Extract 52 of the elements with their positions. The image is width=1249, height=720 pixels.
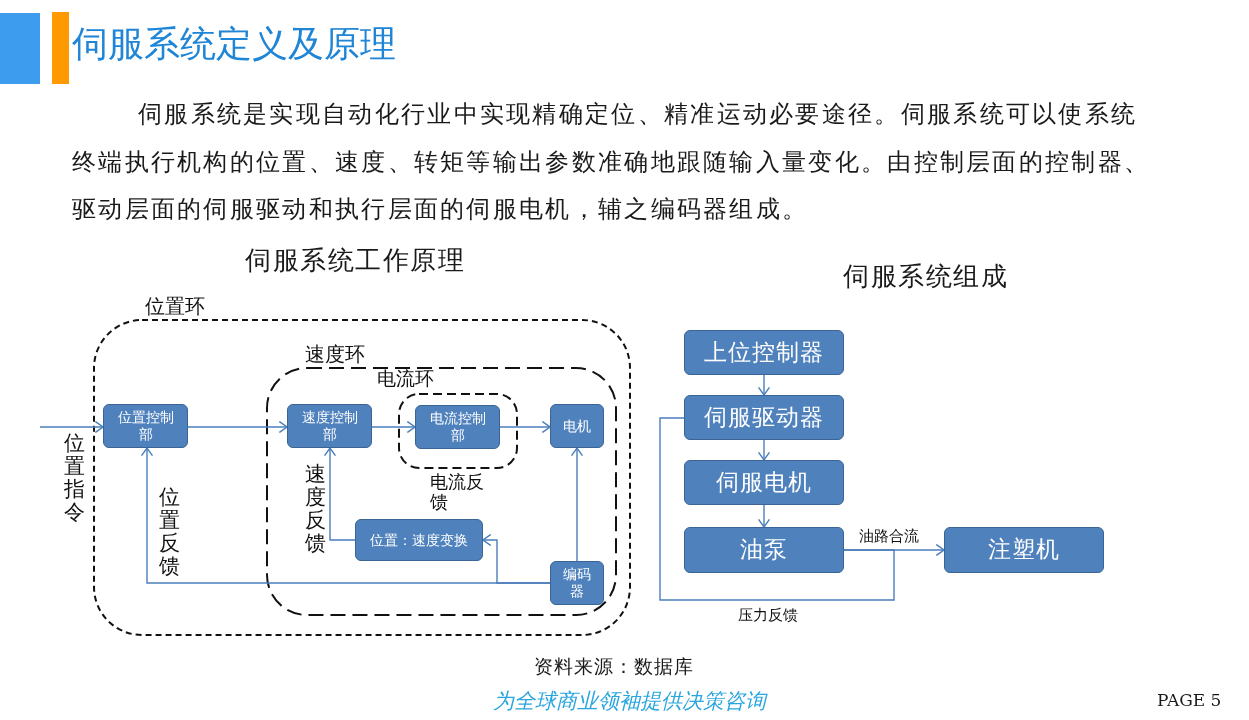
process-box <box>103 404 188 448</box>
page-number: PAGE 5 <box>1157 690 1222 710</box>
box-label: 速度控制部 <box>300 409 359 443</box>
source-note: 资料来源：数据库 <box>534 655 694 677</box>
loop-label: 速度环 <box>305 344 365 364</box>
box-label: 油泵 <box>740 536 788 564</box>
arrow <box>757 504 771 528</box>
box-label: 伺服电机 <box>716 468 812 497</box>
process-box <box>684 330 844 375</box>
box-label: 电流控制部 <box>428 410 487 444</box>
page-title: 伺服系统定义及原理 <box>72 24 396 64</box>
loop-annotation: 电流反馈 <box>430 472 485 512</box>
arrow <box>39 420 104 434</box>
control-loop <box>92 296 632 637</box>
edge-label: 速度反馈 <box>305 463 326 556</box>
section-heading: 伺服系统工作原理 <box>245 245 465 275</box>
process-box <box>355 519 483 561</box>
body-paragraph: 伺服系统是实现自动化行业中实现精确定位、精准运动必要途径。伺服系统可以使系统终端执行机构的位置、速度、转矩等输出参数准确地跟随输入量变化。由控制层面的控制器、驱动层面的伺服驱动和执行层面的伺服电机，辅之编码器组成。 <box>72 99 1152 225</box>
section-heading: 伺服系统组成 <box>843 261 1008 291</box>
box-label: 位置：速度变换 <box>370 531 468 549</box>
control-loop <box>265 344 618 617</box>
process-box <box>287 404 372 448</box>
process-box <box>944 527 1104 573</box>
arrow <box>187 420 288 434</box>
box-label: 注塑机 <box>988 536 1060 564</box>
arrow <box>757 439 771 461</box>
edge-label: 油路合流 <box>859 529 919 545</box>
arrow <box>371 420 416 434</box>
arrow <box>757 374 771 396</box>
box-label: 上位控制器 <box>704 338 824 367</box>
process-box <box>684 460 844 505</box>
edge-label: 位置指令 <box>64 432 85 525</box>
edge-label: 压力反馈 <box>738 608 798 624</box>
footer-tagline: 为全球商业领袖提供决策咨询 <box>493 689 766 713</box>
connector-line <box>659 417 895 601</box>
process-box <box>550 404 604 448</box>
process-box <box>684 395 844 440</box>
box-label: 位置控制部 <box>116 409 175 443</box>
arrow <box>140 447 551 584</box>
arrow <box>499 420 551 434</box>
box-label: 电机 <box>563 417 591 435</box>
loop-label: 电流环 <box>377 369 434 388</box>
process-box <box>415 405 500 449</box>
loop-label: 位置环 <box>145 296 205 316</box>
box-label: 伺服驱动器 <box>704 403 824 432</box>
edge-label: 位置反馈 <box>159 486 180 579</box>
arrow <box>323 447 356 541</box>
box-label: 编码器 <box>563 566 591 600</box>
control-loop <box>377 369 519 470</box>
arrow <box>570 447 584 562</box>
process-box <box>684 527 844 573</box>
process-box <box>550 561 604 605</box>
